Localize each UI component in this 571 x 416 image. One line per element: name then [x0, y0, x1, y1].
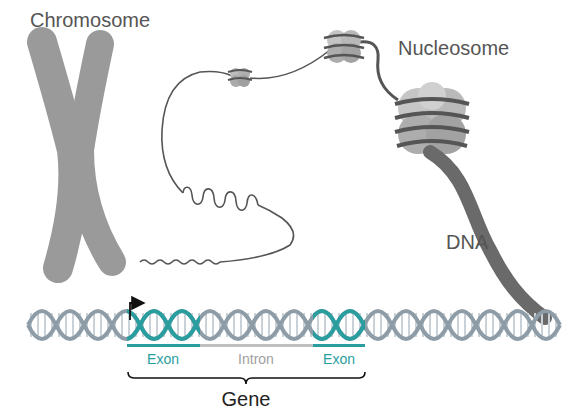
chromosome [42, 42, 112, 268]
nucleosome-medium [324, 30, 364, 63]
exon-bar [313, 344, 365, 347]
nucleosome-label: Nucleosome [398, 38, 509, 58]
intron-label: Intron [238, 352, 274, 366]
dna-strand [430, 152, 545, 318]
dna-label: DNA [446, 232, 488, 252]
nucleosome-large [395, 82, 469, 154]
double-helix [28, 311, 560, 339]
exon-label: Exon [323, 352, 355, 366]
intron-bar [200, 344, 313, 347]
chromatin-fiber [140, 42, 398, 264]
exon-label: Exon [147, 352, 179, 366]
gene-label: Gene [222, 389, 271, 409]
gene-bracket [128, 372, 365, 384]
exon-bar [127, 344, 200, 347]
start-arrow [130, 303, 142, 320]
nucleosome-small [228, 68, 252, 87]
chromosome-label: Chromosome [30, 10, 150, 30]
